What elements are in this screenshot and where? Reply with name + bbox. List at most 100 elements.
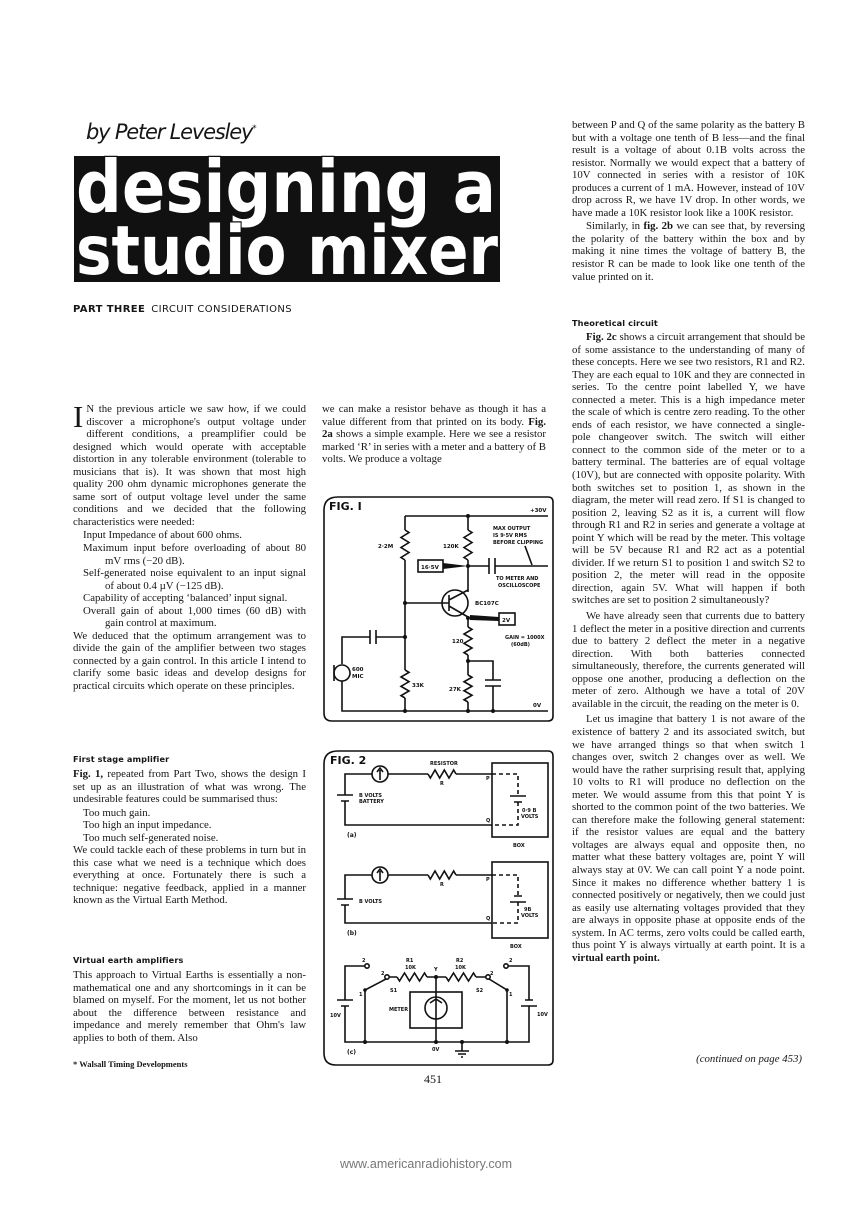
input-capacitor [369, 630, 377, 644]
terminal-label: P [486, 877, 490, 883]
deduction-paragraph: We deduced that the optimum arrangement … [73, 629, 306, 693]
section-heading: Virtual earth amplifiers [73, 955, 184, 965]
mic-label: MIC [352, 674, 364, 680]
paragraph: Let us imagine that battery 1 is not awa… [572, 713, 805, 964]
drop-cap: I [73, 399, 84, 434]
meter-needle [376, 766, 384, 780]
resistor-2m2 [399, 529, 411, 561]
paragraph: We have already seen that currents due t… [572, 610, 805, 710]
box-internal-wire [492, 874, 519, 924]
collector-voltage-label: 16·5V [421, 565, 440, 571]
note-label: MAX OUTPUT [493, 526, 531, 532]
battery-label: 10V [537, 1012, 548, 1018]
resistor [427, 869, 457, 881]
resistor-label: 10K [455, 965, 467, 971]
resistor-label: 33K [412, 683, 425, 689]
resistor-r2 [445, 971, 477, 983]
battery-icon [510, 895, 526, 903]
terminal-label: P [486, 776, 490, 782]
part-number: PART THREE [73, 304, 146, 315]
note-label: IS 9·5V RMS [493, 533, 527, 539]
list-item: Self-generated noise equivalent to an in… [83, 567, 306, 592]
resistor-label: R [440, 882, 444, 888]
note-label: BEFORE CLIPPING [493, 540, 543, 546]
paragraph: between P and Q of the same polarity as … [572, 119, 805, 219]
switch-contact [484, 973, 491, 980]
paragraph: Fig. 2c shows a circuit arrangement that… [572, 331, 805, 607]
list-item: Too much self-generated noise. [83, 831, 219, 844]
author-name: by Peter Levesley [86, 120, 253, 144]
microphone-icon [333, 664, 351, 682]
ground-rail [341, 681, 548, 712]
battery-label: 10V [330, 1013, 341, 1019]
position-label: 2 [362, 958, 366, 964]
part-subtitle: CIRCUIT CONSIDERATIONS [151, 304, 292, 315]
transistor-label: BC107C [475, 601, 499, 607]
emitter-voltage-label: 2V [502, 618, 511, 624]
meter-needle [429, 977, 443, 1042]
resistor-label: 2·2M [378, 544, 393, 550]
wire [344, 773, 492, 826]
list-item: Overall gain of about 1,000 times (60 dB… [83, 604, 306, 630]
figure-reference: Fig. 2c [586, 331, 617, 343]
resistor-label: 120 [452, 639, 464, 645]
decoupling-wire [468, 660, 494, 711]
resistor [427, 768, 457, 780]
paragraph-text: repeated from Part Two, shows the design… [73, 768, 306, 806]
left-column-virtual-earth: This approach to Virtual Earths is essen… [73, 969, 306, 1044]
circuit-c: 2 2 10V 10V R1 10K R2 10K Y 2 2 1 1 S1 S… [330, 958, 548, 1058]
box [491, 861, 549, 939]
requirements-list: Input Impedance of about 600 ohms. Maxim… [73, 529, 306, 629]
note-label: TO METER AND [496, 576, 538, 582]
title-background [74, 156, 500, 282]
intro-text: N the previous article we saw how, if we… [73, 403, 306, 528]
switch-contact [363, 962, 370, 969]
position-label: 2 [381, 971, 385, 977]
resistor-27k [462, 674, 474, 703]
paragraph-text: Let us imagine that battery 1 is not awa… [572, 713, 805, 952]
source-url: www.americanradiohistory.com [340, 1157, 513, 1171]
transistor-icon [441, 589, 469, 617]
subfigure-label: (c) [347, 1049, 356, 1056]
subfigure-label: (a) [347, 832, 357, 839]
paragraph: This approach to Virtual Earths is essen… [73, 969, 306, 1044]
resistor-label: R2 [456, 958, 464, 964]
title-logo: designing a studio mixer [74, 148, 500, 284]
battery-icon [337, 794, 353, 802]
box-label: BOX [513, 843, 525, 849]
subfigure-label: (b) [347, 930, 357, 937]
battery-label: 9B [524, 907, 531, 913]
continued-note: (continued on page 453) [696, 1053, 802, 1065]
battery-icon [337, 999, 353, 1007]
resistor-120k [462, 529, 474, 561]
meter-icon [371, 765, 389, 783]
list-item: Capability of accepting ‘balanced’ input… [83, 592, 288, 605]
voltage-tag [498, 612, 516, 626]
mic-label: 600 [352, 667, 364, 673]
figure-reference: Fig. 2a [322, 415, 546, 441]
list-item: Maximum input before overloading of abou… [83, 542, 306, 567]
junction-dots [363, 975, 509, 1044]
pointer-arrow [470, 615, 499, 621]
resistor-label: R1 [406, 958, 414, 964]
left-column-first-stage: Fig. 1, repeated from Part Two, shows th… [73, 768, 306, 907]
switch-label: S2 [476, 988, 484, 994]
meter-needle [376, 867, 384, 881]
page-number: 451 [424, 1072, 442, 1086]
terminal-label: Q [486, 916, 490, 922]
note-pointer [524, 545, 533, 566]
resistor-label: 10K [405, 965, 417, 971]
meter-icon [371, 866, 389, 884]
decoupling-capacitor [485, 679, 501, 687]
figure-reference: fig. 2b [643, 220, 674, 233]
wire [344, 874, 492, 924]
battery-label: VOLTS [521, 814, 539, 820]
resistor-120 [462, 626, 474, 656]
part-heading: PART THREE CIRCUIT CONSIDERATIONS [73, 304, 292, 315]
switch-contact [502, 962, 509, 969]
transistor-leads [448, 589, 469, 618]
gain-label: GAIN = 1000X [505, 635, 545, 641]
